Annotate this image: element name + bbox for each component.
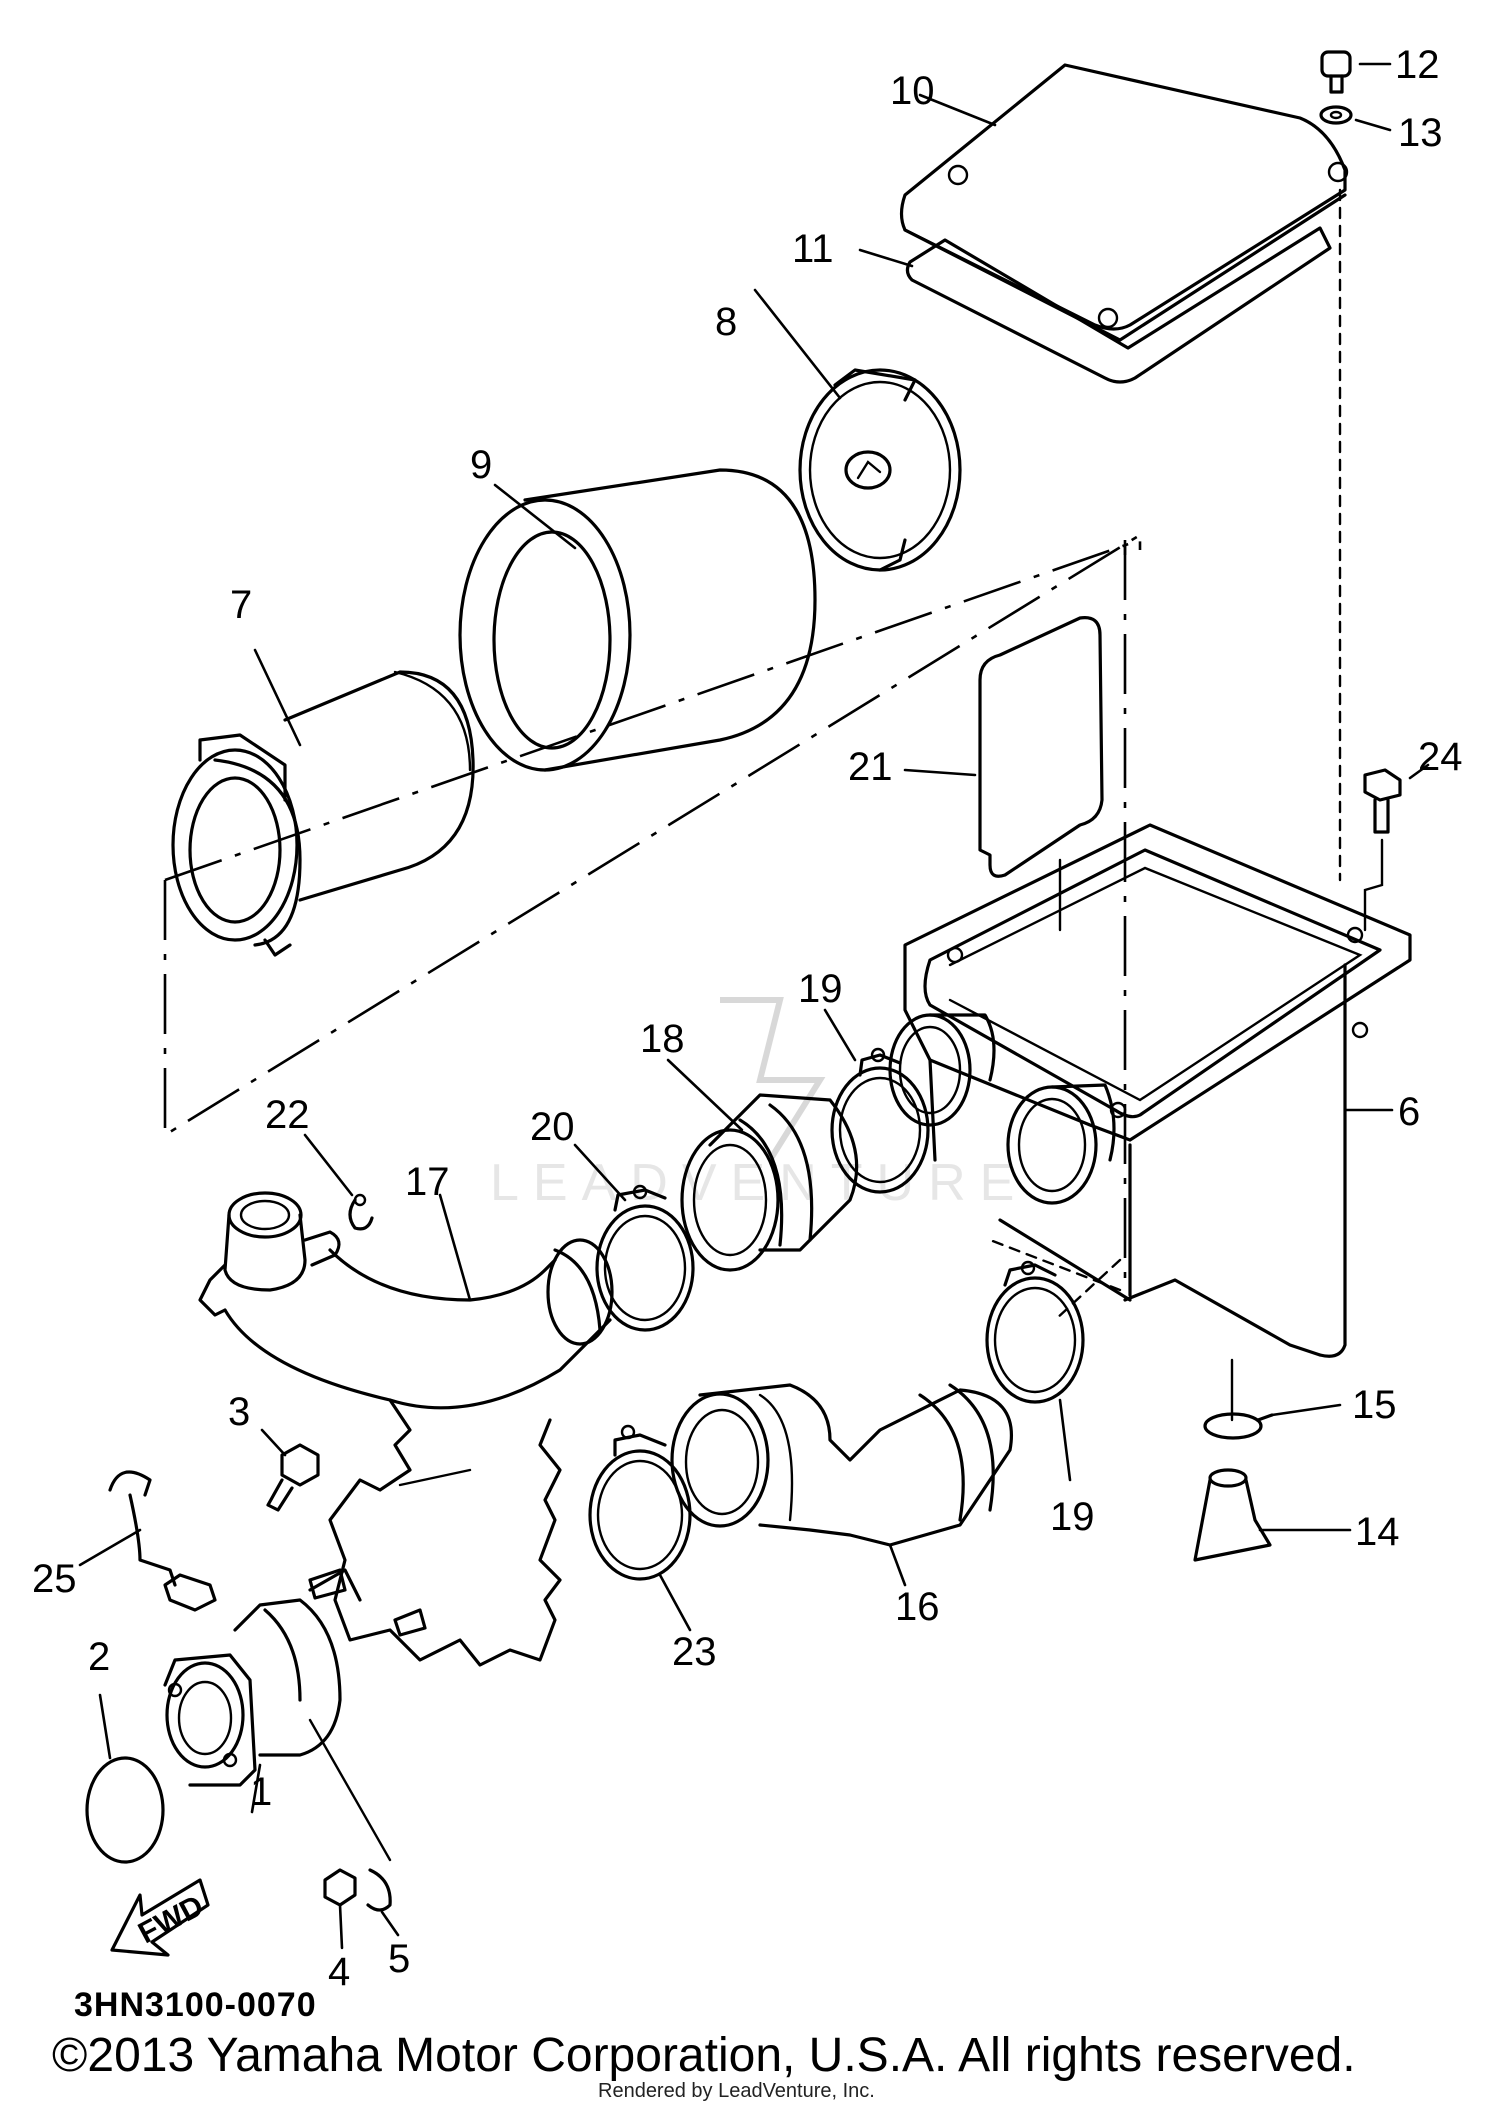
callout-8: 8 <box>715 300 737 344</box>
part-clamp-19-lower <box>985 1260 1085 1482</box>
part-filter-element <box>458 468 817 772</box>
part-nut-4 <box>323 1868 357 1950</box>
callout-24: 24 <box>1418 735 1463 779</box>
copyright-notice: ©2013 Yamaha Motor Corporation, U.S.A. A… <box>52 2029 1356 2082</box>
part-joint-16 <box>670 1383 1013 1587</box>
callout-23: 23 <box>672 1630 717 1674</box>
part-joint-18 <box>666 1058 859 1272</box>
watermark-text: LEADVENTURE <box>490 1154 1028 1212</box>
part-filter-guide <box>171 648 475 957</box>
callout-3: 3 <box>228 1390 250 1434</box>
callout-7: 7 <box>230 583 252 627</box>
part-clip-22 <box>303 1133 374 1231</box>
part-sensor-25 <box>78 1470 217 1612</box>
callout-6: 6 <box>1398 1090 1420 1134</box>
part-clip-15 <box>1203 1403 1342 1440</box>
callout-4: 4 <box>328 1950 350 1994</box>
callout-22: 22 <box>265 1093 310 1137</box>
callout-21: 21 <box>848 745 893 789</box>
callout-17: 17 <box>405 1160 450 1204</box>
callout-20: 20 <box>530 1105 575 1149</box>
callout-10: 10 <box>890 69 935 113</box>
diagram-code: 3HN3100-0070 <box>74 1986 317 2024</box>
part-filter-cap <box>753 288 962 572</box>
callout-9: 9 <box>470 443 492 487</box>
part-clamp-19-upper <box>823 1008 930 1194</box>
callout-13: 13 <box>1398 111 1443 155</box>
part-drain-14 <box>1193 1468 1352 1562</box>
callout-1: 1 <box>250 1770 272 1814</box>
callout-labels: 1 2 3 4 5 6 7 8 9 10 11 12 13 14 15 16 1… <box>32 43 1463 1994</box>
part-clamp-20 <box>573 1143 695 1332</box>
callout-12: 12 <box>1395 43 1440 87</box>
callout-11: 11 <box>792 227 834 271</box>
callout-15: 15 <box>1352 1383 1397 1427</box>
part-bolt-12 <box>1320 50 1392 94</box>
part-clamp-23 <box>588 1424 692 1632</box>
part-bolt-3 <box>260 1428 320 1512</box>
part-washer-5 <box>366 1868 400 1937</box>
part-washer-13 <box>1319 105 1392 132</box>
callout-18: 18 <box>640 1017 685 1061</box>
part-air-box-case <box>888 823 1412 1358</box>
manifold-studs <box>308 1568 427 1637</box>
callout-19-lower: 19 <box>1050 1495 1095 1539</box>
fwd-arrow-icon: FWD <box>110 1878 210 1957</box>
callout-2: 2 <box>88 1635 110 1679</box>
callout-25: 25 <box>32 1557 77 1601</box>
watermark: LEADVENTURE <box>490 997 1028 1212</box>
part-carburetor-joint <box>163 1568 362 1814</box>
part-plate <box>903 616 1104 878</box>
callout-14: 14 <box>1355 1510 1400 1554</box>
rendered-by-notice: Rendered by LeadVenture, Inc. <box>598 2080 875 2102</box>
callout-16: 16 <box>895 1585 940 1629</box>
part-o-ring <box>85 1693 165 1864</box>
part-seal <box>858 226 1332 384</box>
engine-outline <box>328 1398 562 1667</box>
part-air-box-cover <box>899 63 1349 342</box>
part-intake-duct <box>198 1191 614 1410</box>
nut-alignment-line <box>308 1718 392 1862</box>
part-bolt-24 <box>1363 763 1430 932</box>
callout-5: 5 <box>388 1937 410 1981</box>
callout-19-upper: 19 <box>798 967 843 1011</box>
